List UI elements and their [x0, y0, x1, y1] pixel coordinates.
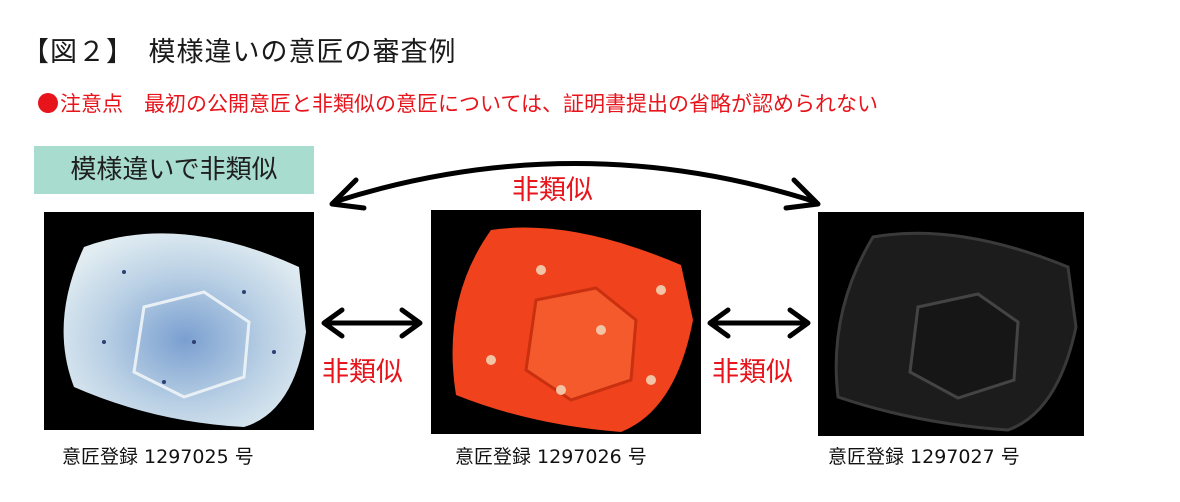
black-tray-image: [834, 231, 1078, 432]
double-arrow-right-pair-icon: [707, 307, 811, 339]
red-bullet-icon: [38, 93, 58, 113]
right-dissimilar-label: 非類似: [712, 357, 793, 388]
caution-text: 最初の公開意匠と非類似の意匠については、証明書提出の省略が認められない: [144, 92, 878, 116]
design-photo-1297025: [44, 212, 314, 430]
design-photo-1297026: [431, 210, 701, 434]
left-dissimilar-label: 非類似: [322, 357, 403, 388]
figure-title: 【図２】 模様違いの意匠の審査例: [22, 37, 457, 68]
blue-tray-image: [63, 233, 306, 427]
caution-note: 注意点 最初の公開意匠と非類似の意匠については、証明書提出の省略が認められない: [38, 88, 878, 118]
caption-1297026: 意匠登録 1297026 号: [455, 446, 647, 468]
caution-label: 注意点: [60, 92, 123, 116]
double-arrow-left-pair-icon: [321, 307, 423, 339]
design-photo-1297027: [818, 212, 1084, 436]
curved-double-arrow-icon: [329, 161, 821, 211]
caption-1297025: 意匠登録 1297025 号: [62, 446, 254, 468]
caption-1297027: 意匠登録 1297027 号: [828, 446, 1020, 468]
red-tray-image: [452, 227, 693, 432]
pattern-difference-badge: 模様違いで非類似: [34, 146, 314, 194]
top-dissimilar-label: 非類似: [512, 175, 593, 206]
